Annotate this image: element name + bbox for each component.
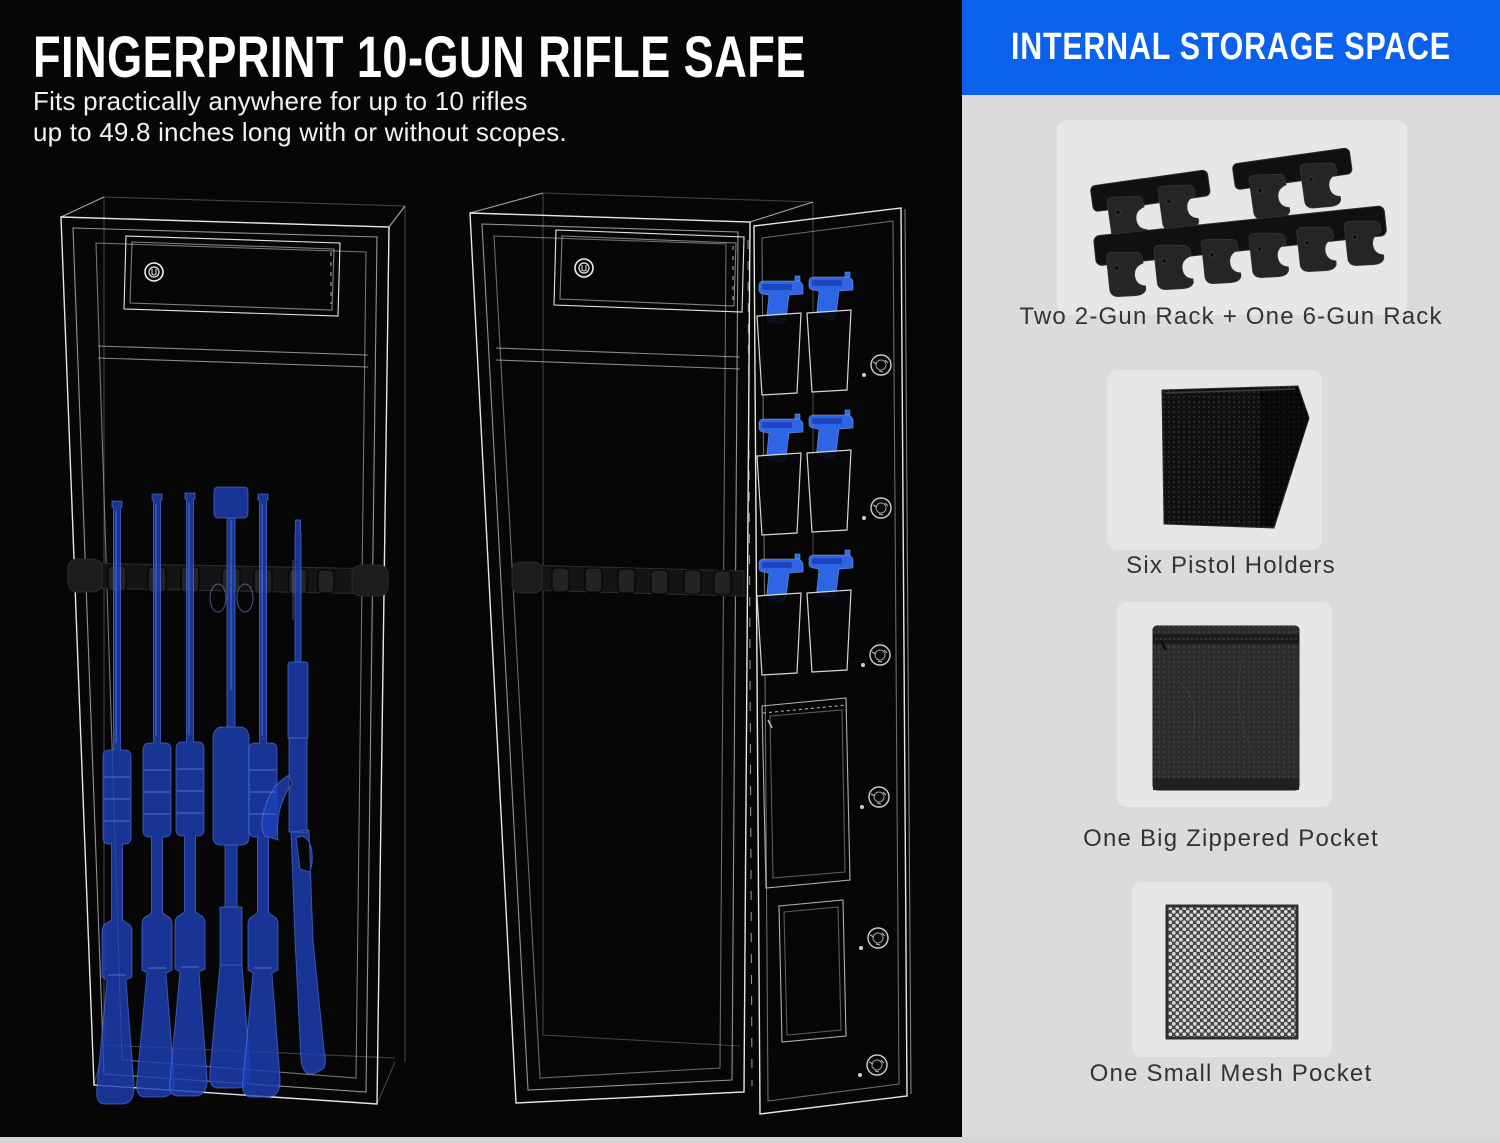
storage-header-banner: INTERNAL STORAGE SPACE <box>962 0 1500 95</box>
two-gun-rack-image <box>1232 147 1353 222</box>
six-gun-rack-image <box>1093 205 1387 299</box>
compartment-divider <box>97 345 369 368</box>
caption-mesh-pocket: One Small Mesh Pocket <box>1089 1060 1373 1087</box>
safe2-back-edges <box>542 192 814 1047</box>
two-gun-rack-image <box>1090 169 1211 244</box>
pistol-holder-image <box>1161 385 1310 529</box>
subtitle-line-2: up to 49.8 inches long with or without s… <box>33 117 567 147</box>
product-subtitle: Fits practically anywhere for up to 10 r… <box>33 86 567 148</box>
caption-zippered-pocket: One Big Zippered Pocket <box>1083 825 1379 852</box>
storage-header-text: INTERNAL STORAGE SPACE <box>1011 26 1451 68</box>
safe-outer-box <box>60 196 406 1105</box>
safe-wireframe-illustration <box>60 192 912 1115</box>
door-mesh-pocket-wireframe <box>778 899 847 1043</box>
accessory-product-images <box>1057 120 1407 1057</box>
caption-pistol-holders: Six Pistol Holders <box>1126 552 1336 579</box>
rifle-rack-bar-2 <box>511 561 745 597</box>
lock-dial-icon <box>574 258 594 278</box>
zippered-pocket-image <box>1152 625 1300 791</box>
bottom-edge-strip <box>0 1137 1500 1143</box>
top-compartment <box>123 235 341 317</box>
compartment-divider-2 <box>495 347 741 370</box>
open-door <box>753 207 912 1115</box>
hinge-line <box>747 239 753 1087</box>
subtitle-line-1: Fits practically anywhere for up to 10 r… <box>33 86 528 116</box>
lock-dial-icon <box>144 262 164 282</box>
pistol-pouches <box>756 309 852 676</box>
caption-gun-racks: Two 2-Gun Rack + One 6-Gun Rack <box>1019 303 1443 330</box>
top-compartment-2 <box>553 229 745 313</box>
storage-panel: INTERNAL STORAGE SPACE Two 2-Gun Rack + … <box>962 0 1500 1143</box>
pistols-blue <box>758 271 854 603</box>
safe2-outer-box <box>469 192 814 1104</box>
door-zip-pocket-wireframe <box>761 697 851 889</box>
rifles-blue <box>96 486 326 1105</box>
product-title: FINGERPRINT 10-GUN RIFLE SAFE <box>33 25 806 90</box>
mesh-pocket-image <box>1165 904 1299 1040</box>
closed-safe-illustration <box>60 196 406 1105</box>
door-knob-icons <box>857 354 892 1078</box>
hero-panel: FINGERPRINT 10-GUN RIFLE SAFE Fits pract… <box>33 25 912 1115</box>
open-safe-illustration <box>469 192 912 1115</box>
